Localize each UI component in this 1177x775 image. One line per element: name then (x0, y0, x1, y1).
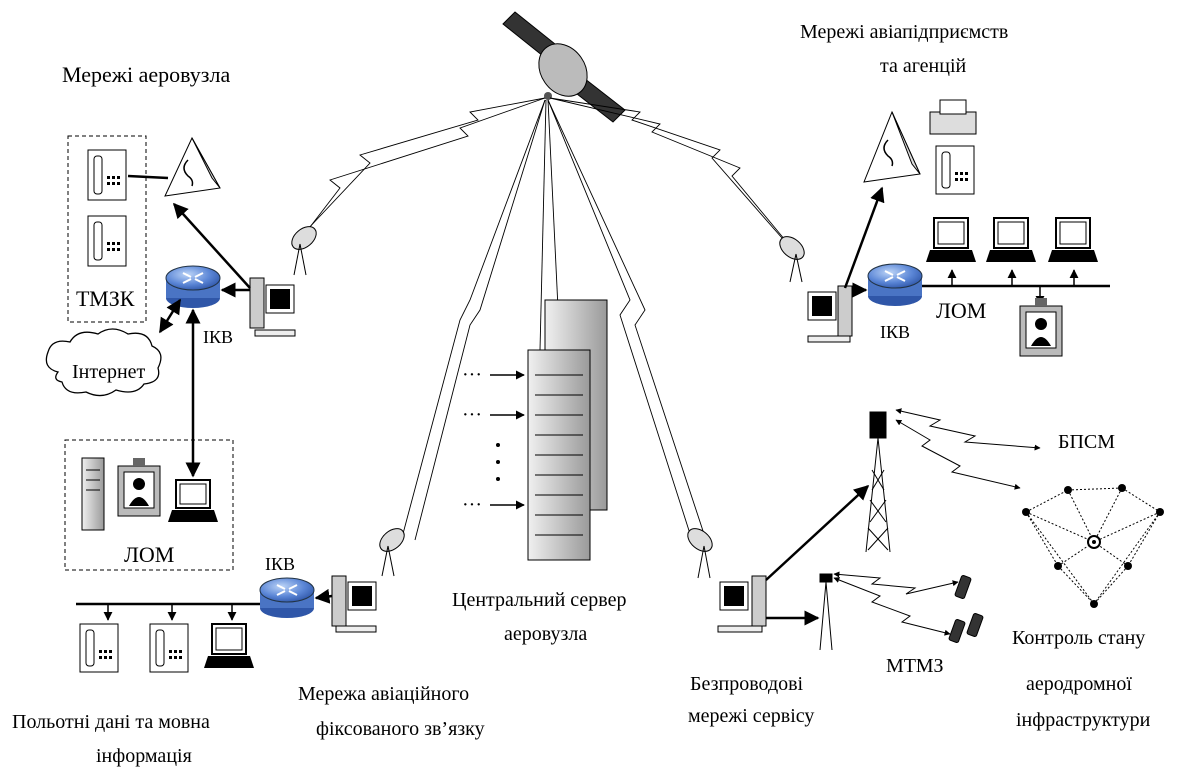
router-icon (259, 577, 315, 618)
phone-icon (87, 215, 127, 267)
server-icon (81, 457, 105, 531)
router-icon (165, 265, 221, 308)
mobile-phone-icon (948, 575, 984, 643)
control-label-line2: аеродромної (1026, 673, 1132, 695)
video-terminal-icon (117, 458, 161, 517)
lom-box-left (64, 439, 234, 571)
laptop-icon (986, 217, 1036, 262)
laptop-icon (168, 479, 218, 522)
satellite-dish-icon (687, 528, 713, 579)
satellite-dish-icon (779, 236, 805, 283)
ellipsis-label: ··· (462, 494, 482, 516)
satellite-icon (502, 11, 626, 123)
flight-data-label-line2: інформація (96, 745, 192, 767)
ellipsis-label: ··· (462, 404, 482, 426)
small-antenna-icon (819, 573, 833, 651)
pbx-icon (863, 110, 921, 183)
wireless-label-line2: мережі сервісу (688, 705, 814, 727)
afs-label-line2: фіксованого зв’язку (316, 718, 485, 740)
laptop-icon (926, 217, 976, 262)
vertical-ellipsis (496, 443, 500, 481)
phone-icon (87, 149, 127, 201)
workstation-icon (717, 575, 767, 633)
phone-icon (935, 145, 975, 195)
lom-label: ЛОМ (936, 298, 986, 323)
ikv-label: ІКВ (203, 327, 233, 347)
laptop-icon (1048, 217, 1098, 262)
workstation-icon (807, 285, 853, 343)
control-label-line1: Контроль стану (1012, 627, 1145, 649)
ikv-label: ІКВ (265, 554, 295, 574)
workstation-icon (249, 277, 296, 337)
bpsm-label: БПСМ (1058, 431, 1115, 453)
internet-label: Інтернет (72, 361, 146, 383)
satellite-dish-icon (379, 528, 405, 577)
internet-cloud-icon (45, 328, 162, 397)
video-terminal-icon (1019, 298, 1063, 357)
ikv-label: ІКВ (880, 322, 910, 342)
lom-label: ЛОМ (124, 542, 174, 567)
mtmz-label: МТМЗ (886, 655, 944, 677)
ellipsis-label: ··· (462, 364, 482, 386)
central-server-label-line2: аеровузла (504, 623, 587, 645)
phone-icon (79, 623, 119, 673)
server-rack-icon (527, 299, 608, 561)
wireless-label-line1: Безпроводові (690, 673, 804, 695)
flight-data-label-line1: Польотні дані та мовна (12, 711, 210, 733)
phone-icon (149, 623, 189, 673)
router-icon (867, 263, 923, 306)
central-server-label-line1: Центральний сервер (452, 589, 626, 611)
workstation-icon (331, 575, 377, 633)
airport-networks-label: Мережі аеровузла (62, 62, 230, 87)
afs-label-line1: Мережа авіаційного (298, 683, 469, 705)
tmzk-box (67, 135, 147, 323)
sensor-mesh (1022, 484, 1164, 608)
pbx-icon (164, 136, 221, 197)
fax-icon (929, 99, 977, 135)
control-label-line3: інфраструктури (1016, 709, 1151, 731)
tmzk-label: ТМЗК (76, 286, 135, 311)
satellite-links (299, 97, 791, 546)
laptop-icon (204, 623, 254, 668)
wireless-links (833, 408, 1041, 636)
cell-tower-icon (865, 411, 891, 553)
airline-networks-label-line1: Мережі авіапідприємств (800, 21, 1008, 43)
airline-networks-label-line2: та агенцій (880, 55, 967, 77)
satellite-dish-icon (291, 226, 317, 276)
